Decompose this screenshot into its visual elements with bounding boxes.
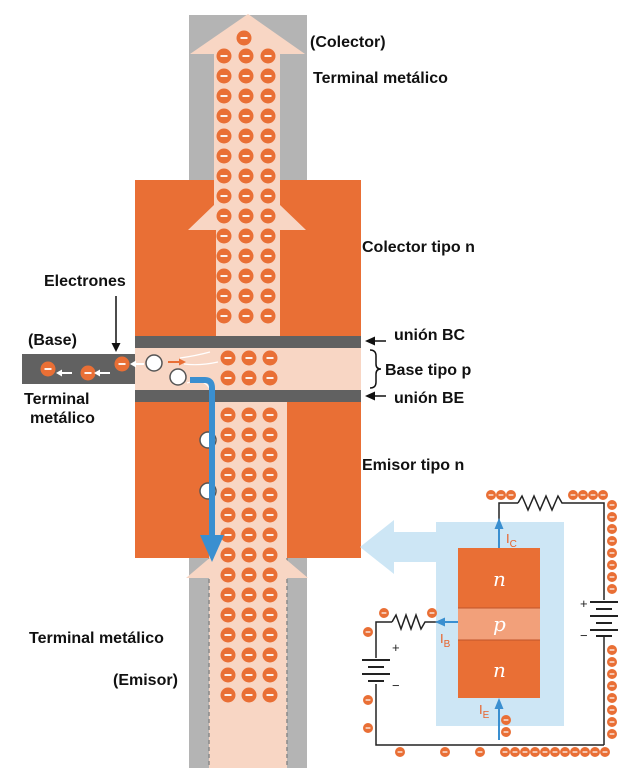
collector-paren-label: (Colector)	[310, 34, 386, 51]
base-type-label: Base tipo p	[385, 362, 471, 379]
current-base-sub: B	[444, 639, 451, 650]
inset-circuit: + − + − n p n IC IB IE	[360, 490, 618, 757]
be-junction-label: unión BE	[394, 390, 465, 407]
base-terminal-label-2: metálico	[30, 410, 95, 427]
inset-collector-layer	[458, 548, 540, 608]
electrons-label: Electrones	[44, 273, 126, 290]
emitter-type-label: Emisor tipo n	[362, 457, 464, 474]
right-battery-plus: +	[580, 596, 588, 611]
current-base-main: I	[440, 631, 444, 646]
svg-text:IC: IC	[506, 531, 517, 550]
right-battery-minus: −	[580, 628, 588, 643]
emitter-terminal-label: Terminal metálico	[29, 630, 164, 647]
base-terminal-label-1: Terminal	[24, 391, 90, 408]
collector-electrons	[216, 30, 276, 324]
base-battery	[362, 659, 390, 682]
base-resistor	[391, 612, 428, 632]
left-battery-minus: −	[392, 678, 400, 693]
base-lead-electrons	[40, 356, 144, 381]
inset-layer-bot: n	[493, 658, 506, 682]
inset-emitter-layer	[458, 640, 540, 698]
left-battery-plus: +	[392, 640, 400, 655]
emitter-paren-label: (Emisor)	[113, 672, 178, 689]
emitter-channel	[209, 402, 287, 768]
current-emitter-sub: E	[483, 710, 490, 721]
current-emitter-main: I	[479, 702, 483, 717]
emitter-electrons	[220, 407, 278, 703]
inset-base-layer	[458, 608, 540, 640]
bc-junction-label: unión BC	[394, 327, 466, 344]
collector-resistor	[517, 494, 568, 512]
bc-junction	[135, 336, 361, 348]
emitter-flow-arrow	[186, 556, 308, 578]
svg-text:IB: IB	[440, 631, 451, 650]
current-collector-main: I	[506, 531, 510, 546]
inset-layer-mid: p	[493, 612, 506, 636]
svg-text:IE: IE	[479, 702, 490, 721]
collector-terminal-label: Terminal metálico	[313, 70, 448, 87]
current-collector-sub: C	[510, 539, 517, 550]
collector-type-label: Colector tipo n	[362, 239, 475, 256]
inset-layer-top: n	[493, 567, 506, 591]
inset-pointer-arrow	[360, 520, 436, 574]
be-junction	[135, 390, 361, 402]
base-brace	[369, 349, 382, 389]
collector-battery	[590, 601, 618, 637]
hole-flow-arrow	[190, 377, 215, 540]
base-paren-label: (Base)	[28, 332, 77, 349]
